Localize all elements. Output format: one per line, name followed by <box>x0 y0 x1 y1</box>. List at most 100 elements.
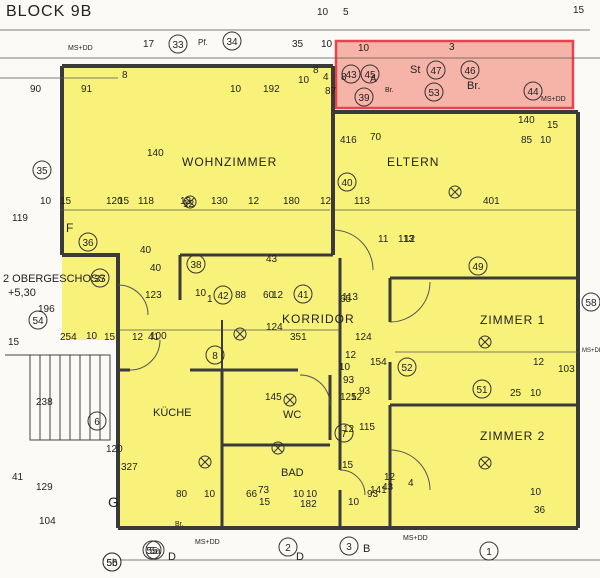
dimension-label: 90 <box>30 84 42 95</box>
dimension-label: 12 <box>343 424 355 435</box>
plan-marker: F <box>66 221 73 235</box>
dimension-label: 15 <box>104 332 116 343</box>
room-label-korridor: KORRIDOR <box>282 312 355 326</box>
circled-number: 34 <box>222 31 242 51</box>
plan-marker: G <box>108 494 119 510</box>
dimension-label: 10 <box>230 84 242 95</box>
dimension-label: 120 <box>106 196 123 207</box>
circled-number: 42 <box>213 285 233 305</box>
dimension-label: 40 <box>150 263 162 274</box>
highlight-label-br: Br. <box>467 80 480 92</box>
labels: BLOCK 9B WOHNZIMMER ELTERN KORRIDOR ZIMM… <box>3 3 566 479</box>
plan-marker: MS+DD <box>403 535 428 542</box>
circled-number: 2 <box>278 537 298 557</box>
dimension-label: 182 <box>300 499 317 510</box>
plan-marker: Pf. <box>198 38 208 47</box>
door-wohnzimmer <box>117 284 149 316</box>
plan-marker: Br. <box>385 87 394 94</box>
svg-text:1: 1 <box>486 547 492 558</box>
staircase <box>5 354 111 441</box>
svg-text:58: 58 <box>585 298 597 309</box>
circled-number: 5b <box>102 552 122 572</box>
circled-number: 44 <box>523 81 543 101</box>
circled-number: 47 <box>426 60 446 80</box>
dimension-label: 12 <box>384 472 396 483</box>
circled-number: 35 <box>32 160 52 180</box>
dimension-label: 4 <box>323 72 329 83</box>
light-fixture-korridor <box>233 327 247 341</box>
svg-text:5b: 5b <box>106 558 118 569</box>
svg-text:37: 37 <box>94 274 106 285</box>
plan-marker: B <box>363 543 370 555</box>
dimension-label: 351 <box>290 332 307 343</box>
dimension-label: 70 <box>370 132 382 143</box>
dimension-label: 141 <box>370 485 387 496</box>
dimension-label: 119 <box>12 213 28 224</box>
room-label-kueche: KÜCHE <box>153 407 192 419</box>
dimension-label: 10 <box>321 39 333 50</box>
circled-number: 6 <box>87 411 107 431</box>
dimension-label: 129 <box>36 482 53 493</box>
circled-number: 45 <box>360 64 380 84</box>
room-label-wc: WC <box>283 409 301 421</box>
svg-text:8: 8 <box>212 351 218 362</box>
dimension-label: 238 <box>36 397 53 408</box>
svg-text:54: 54 <box>32 316 44 327</box>
door-eltern <box>332 229 374 271</box>
door-zimmer1 <box>389 281 431 323</box>
dimension-label: 15 <box>342 460 354 471</box>
apartment-area <box>62 66 578 528</box>
dimension-label: 93 <box>343 375 355 386</box>
highlight-label-st: St <box>410 64 420 76</box>
dimension-label: 416 <box>340 135 357 146</box>
svg-text:41: 41 <box>297 290 309 301</box>
plan-marker: MS+DD <box>582 348 600 354</box>
dimension-label: 140 <box>147 148 164 159</box>
dimension-label: 73 <box>258 485 270 496</box>
door-wc <box>339 469 366 496</box>
dimension-label: 15 <box>60 196 72 207</box>
dimension-label: 41 <box>148 332 160 343</box>
dimension-label: 8 <box>313 65 319 76</box>
plan-marker: A <box>370 74 377 85</box>
plan-marker: D <box>296 551 304 563</box>
dimension-label: 12 <box>351 392 363 403</box>
dimension-label: 104 <box>39 516 56 527</box>
dimension-label: 115 <box>359 422 375 433</box>
dimension-label: 100 <box>150 331 167 342</box>
circled-number: 38 <box>186 254 206 274</box>
dimension-label: 180 <box>283 196 300 207</box>
dimension-label: 25 <box>510 388 522 399</box>
dimension-label: 3 <box>449 42 455 53</box>
dimension-label: 125 <box>340 392 357 403</box>
dimension-label: 80 <box>176 489 188 500</box>
floor-label: 2 OBERGESCHOSS <box>3 273 106 285</box>
circled-number: 52 <box>397 357 417 377</box>
svg-text:35: 35 <box>36 166 48 177</box>
svg-text:40: 40 <box>341 178 353 189</box>
dimension-label: 140 <box>518 115 535 126</box>
circled-number: 37 <box>90 268 110 288</box>
dimension-label: 10 <box>358 43 370 54</box>
circled-number: 36 <box>78 232 98 252</box>
svg-text:33: 33 <box>172 40 184 51</box>
dimension-label: 36 <box>534 505 546 516</box>
dimension-label: 12 <box>180 196 192 207</box>
dimension-label: 10 <box>298 75 310 86</box>
dimension-label: 12 <box>404 234 416 245</box>
loggia-highlight <box>334 39 575 110</box>
door-zimmer2 <box>389 449 431 491</box>
circled-number: 58 <box>581 292 600 312</box>
svg-text:6: 6 <box>94 417 100 428</box>
dimension-label: 118 <box>138 196 154 207</box>
svg-text:36: 36 <box>82 238 94 249</box>
dimension-label: 15 <box>118 196 130 207</box>
dimension-label: 192 <box>263 84 280 95</box>
svg-text:49: 49 <box>472 262 484 273</box>
circled-number: 41 <box>293 284 313 304</box>
svg-text:39: 39 <box>358 93 370 104</box>
dimension-label: 43 <box>382 482 394 493</box>
dimension-label: 10 <box>306 489 318 500</box>
